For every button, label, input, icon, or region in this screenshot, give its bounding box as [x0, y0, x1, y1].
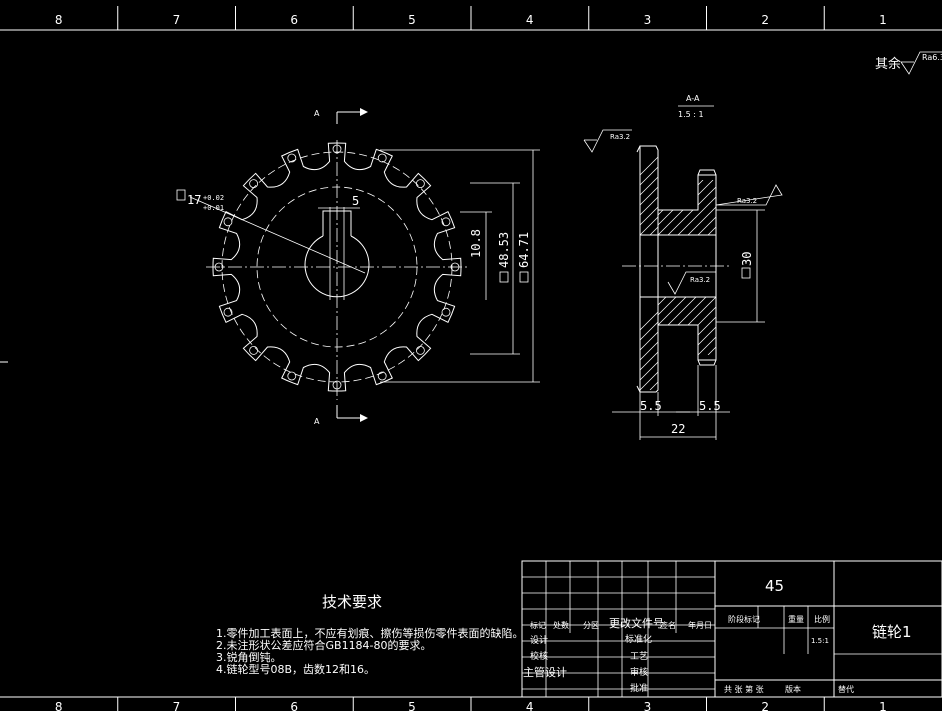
zone-label: 4 — [526, 700, 534, 711]
tooth-tip — [249, 345, 259, 355]
dim-bore-tol-lower: +0.01 — [203, 204, 224, 212]
zone-label: 6 — [290, 700, 298, 711]
tech-item-3: 3.锐角倒钝。 — [216, 650, 282, 664]
tech-title: 技术要求 — [322, 593, 382, 611]
surface-note-roughness: Ra6.3 — [922, 53, 942, 62]
tooth-tip — [415, 345, 425, 355]
tb-bottom-label-3: 替代 — [838, 684, 854, 694]
zone-label: 6 — [290, 13, 298, 27]
tb-stage-label-2: 重量 — [788, 614, 804, 624]
roughness-right: Ra3.2 — [737, 197, 757, 205]
tb-left-label-1: 设计 — [530, 634, 548, 646]
tech-requirements: 技术要求 1.零件加工表面上，不应有划痕、擦伤等损伤零件表面的缺陷。 2.未注形… — [216, 593, 524, 676]
tooth-tip — [441, 307, 451, 317]
zone-label: 3 — [644, 13, 652, 27]
zone-label: 1 — [879, 13, 887, 27]
tooth-tip — [377, 371, 387, 381]
tech-item-2: 2.未注形状公差应符合GB1184-80的要求。 — [216, 638, 432, 652]
zone-label: 2 — [761, 700, 769, 711]
surface-finish-note: 其余 Ra6.3 — [875, 51, 942, 75]
tb-row-label-1: 标记 — [530, 620, 546, 630]
tooth-tip — [287, 153, 297, 163]
tooth-tip — [287, 371, 297, 381]
roughness-bore: Ra3.2 — [690, 276, 710, 284]
tb-mid-label-3: 审核 — [630, 666, 648, 678]
tooth-tip — [249, 179, 259, 189]
tb-bottom-label-2: 版本 — [785, 684, 801, 694]
tooth-tip — [441, 217, 451, 227]
zone-label: 8 — [55, 13, 63, 27]
zone-label: 1 — [879, 700, 887, 711]
sprocket-front-view: A A 5 17 +0.02 +0.01 10.8 — [176, 108, 540, 426]
dim-left-width: 5.5 — [640, 399, 662, 413]
tb-stage-label-1: 阶段标记 — [728, 614, 760, 624]
tb-scale-value: 1.5:1 — [811, 637, 829, 645]
tb-left-label-2: 校核 — [530, 650, 548, 662]
dim-right-width: 5.5 — [699, 399, 721, 413]
tb-mid-label-4: 批准 — [630, 682, 648, 694]
dim-total-width: 22 — [671, 422, 685, 436]
zone-label: 8 — [55, 700, 63, 711]
section-title: A-A — [686, 94, 700, 103]
tb-stage-label-3: 比例 — [814, 614, 830, 624]
dim-hub-dia: 30 — [740, 252, 754, 266]
tb-row-label-3: 分区 — [583, 621, 599, 630]
tooth-tip — [415, 179, 425, 189]
section-scale: 1.5 : 1 — [678, 110, 704, 119]
title-block: 45 链轮1 标记 处数 分区 更改文件号 签名 年月日 设计 校核 主管设计 … — [521, 560, 942, 698]
dim-bore: 17 — [187, 193, 201, 207]
surface-note-prefix: 其余 — [875, 56, 901, 72]
tb-bottom-label-1: 共 张 第 张 — [724, 684, 764, 694]
dim-tip-dia: 64.71 — [517, 232, 531, 268]
tech-item-1: 1.零件加工表面上，不应有划痕、擦伤等损伤零件表面的缺陷。 — [216, 626, 524, 640]
dim-keyway-width: 5 — [352, 194, 359, 208]
tooth-profile — [212, 142, 462, 392]
zone-label: 7 — [173, 13, 181, 27]
section-marker-bottom: A — [314, 417, 320, 426]
zone-label: 5 — [408, 13, 416, 27]
roughness-top-left: Ra3.2 — [610, 133, 630, 141]
tb-row-label-4: 更改文件号 — [609, 616, 664, 630]
tb-mid-label-1: 标准化 — [625, 633, 652, 645]
tb-row-label-2: 处数 — [553, 620, 569, 630]
tb-row-label-5: 签名 — [660, 620, 676, 630]
sprocket-section-view: A-A 1.5 : 1 Ra3.2 Ra3.2 Ra3.2 30 — [583, 94, 783, 440]
tb-mid-label-2: 工艺 — [630, 651, 648, 662]
tooth-tip — [223, 307, 233, 317]
tech-item-4: 4.链轮型号08B，齿数12和16。 — [216, 662, 375, 676]
section-marker-top: A — [314, 109, 320, 118]
zone-label: 7 — [173, 700, 181, 711]
tb-row-label-6: 年月日 — [688, 620, 712, 630]
tb-material: 45 — [765, 577, 784, 595]
zone-label: 3 — [644, 700, 652, 711]
tooth-tip — [223, 217, 233, 227]
tb-part-name: 链轮1 — [872, 623, 912, 641]
zone-label: 2 — [761, 13, 769, 27]
dim-key-depth: 10.8 — [469, 229, 483, 258]
dim-root-dia: 48.53 — [497, 232, 511, 268]
dim-bore-tol-upper: +0.02 — [203, 194, 224, 202]
tb-left-label-3: 主管设计 — [523, 665, 567, 679]
drawing-border: 8 7 6 5 4 3 2 1 8 7 6 5 4 3 2 1 — [0, 6, 942, 711]
zone-label: 5 — [408, 700, 416, 711]
tooth-tip — [377, 153, 387, 163]
zone-label: 4 — [526, 13, 534, 27]
